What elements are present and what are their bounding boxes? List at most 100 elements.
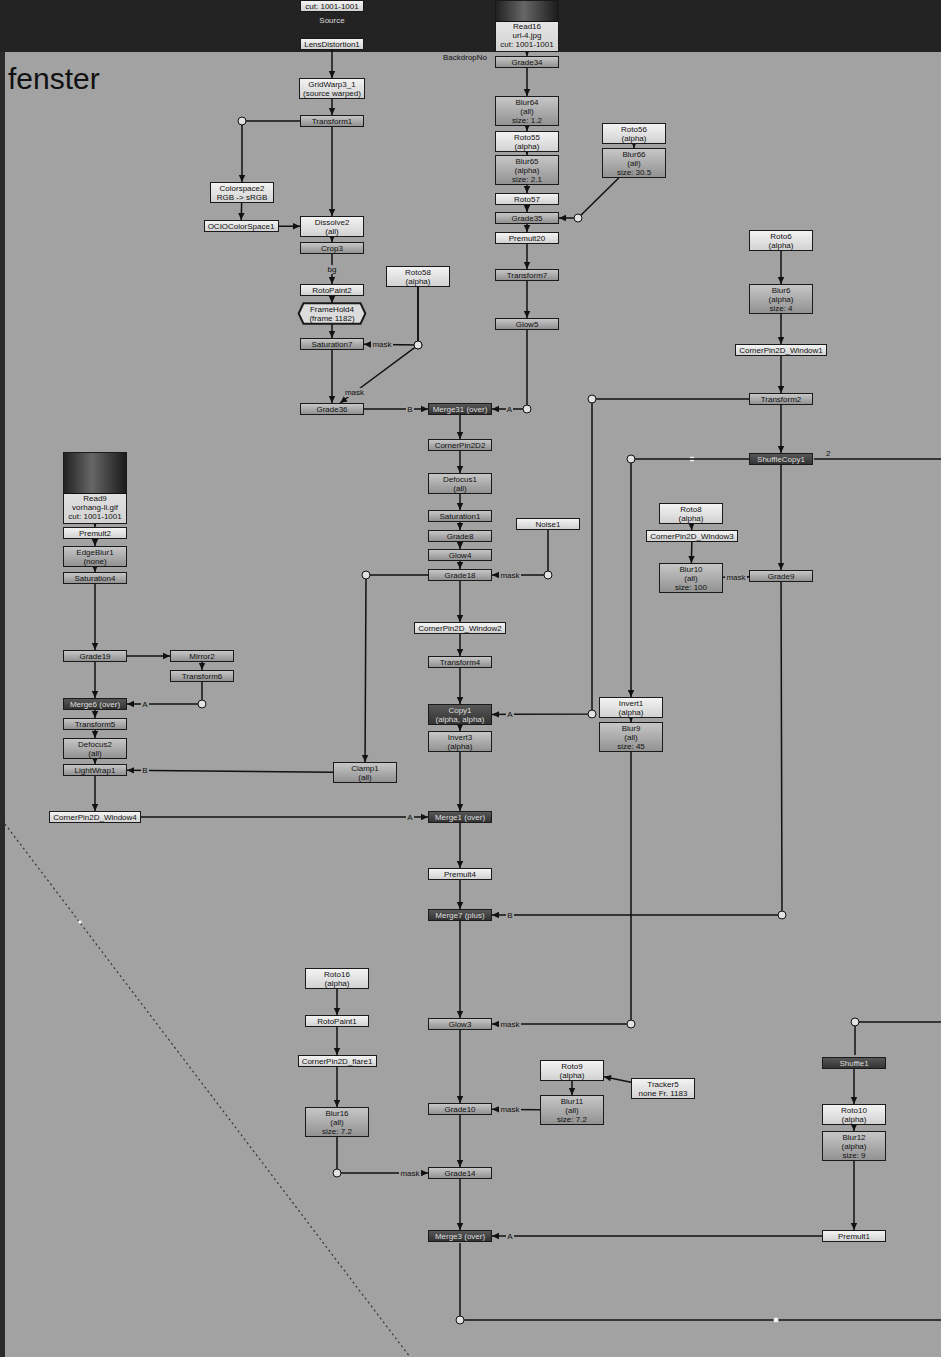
arrow-head [163,653,170,659]
hexagon-outline [299,303,366,324]
node-text: LightWrap1 [75,766,116,775]
arrow-head [492,912,499,918]
arrow-head [492,572,499,578]
connector [559,178,619,222]
nuke-node: Saturation4 [63,572,127,584]
arrow-head [524,186,530,193]
node-text: Grade36 [316,405,347,414]
nuke-node: Shuffle1 [822,1057,886,1069]
connector [92,584,98,650]
input-label: A [506,1232,513,1241]
nuke-node: Roto10(alpha) [822,1104,886,1125]
connector [334,989,340,1015]
node-text: Roto16 [324,970,350,979]
connector [141,814,428,820]
nuke-node: Crop3 [300,242,364,254]
connector [524,281,530,318]
node-text: Transform6 [182,672,223,681]
arrow-head [92,643,98,650]
arrow-head [457,542,463,549]
dot-node [414,341,422,349]
dot-node [588,710,596,718]
connector [457,561,463,569]
node-text: Glow5 [516,320,539,329]
nuke-node: Roto16(alpha) [305,968,369,989]
arrow-head [559,215,566,221]
connector [238,117,300,182]
arrow-head [457,804,463,811]
connector-line [242,121,300,182]
node-text: (alpha) [622,134,647,143]
arrow-head [364,341,371,347]
nuke-node: Noise1 [516,518,580,530]
connector [457,451,463,473]
arrow-head [524,89,530,96]
connector [778,405,784,453]
arrow-head [457,1223,463,1230]
nuke-node: Transform2 [749,393,813,405]
graph-label: 2 [826,449,830,458]
arrow-head [329,296,335,303]
nuke-node: Invert1(alpha) [599,697,663,718]
node-text: Defocus1 [443,475,477,484]
connector [457,921,463,1018]
nuke-node: Grade36 [300,403,364,415]
connector-line [94,584,96,650]
dot-node [627,1020,635,1028]
node-text: Dissolve2 [315,218,350,227]
nuke-node: Transform5 [63,718,127,730]
nuke-node: Read9vorhang-li.gifcut: 1001-1001 [63,452,127,524]
connector [524,68,530,96]
nuke-node: Merge1 (over) [428,811,492,823]
node-text: Invert3 [448,733,472,742]
connector-line [459,1179,461,1230]
nuke-node: Blur6(alpha)size: 4 [749,284,813,314]
connector [334,1067,340,1107]
arrow-head [329,209,335,216]
connector [92,776,98,811]
connector [627,455,749,697]
nuke-node: Colorspace2RGB -> sRGB [210,182,274,203]
nuke-node: Premult20 [495,232,559,244]
node-text: Merge1 (over) [435,813,485,822]
node-text: RGB -> sRGB [217,193,267,202]
connector-line [365,575,428,762]
nuke-node: cut: 1001-1001Source [300,0,364,12]
node-text: Transform5 [75,720,116,729]
node-text: Source [319,16,344,25]
connector-line [780,405,782,453]
input-label: mask [499,1105,520,1114]
node-text: CornerPin2D_Window1 [739,346,823,355]
connector [333,1137,428,1177]
nuke-node: Merge7 (plus) [428,909,492,921]
arrow-head [524,311,530,318]
nuke-node: Premult4 [428,868,492,880]
connector-line [492,530,548,575]
node-text: size: 2.1 [512,175,542,184]
arrow-head [340,396,348,403]
node-text: (alpha) [406,277,431,286]
node-text: Premult4 [444,870,476,879]
nuke-node: Glow5 [495,318,559,330]
node-text: Crop3 [321,244,343,253]
node-text: cut: 1001-1001 [68,512,121,521]
arrow-head [457,432,463,439]
node-text: (all) [88,749,101,758]
connector [524,185,530,193]
connector [492,752,635,1028]
nuke-node: Grade9 [749,570,813,582]
connector [492,1233,822,1239]
connector [524,205,530,212]
node-text: (all) [325,227,338,236]
arrow-head [851,1223,857,1230]
thumbnail [64,453,126,494]
node-text: (alpha) [448,742,473,751]
arrow-head [492,1021,499,1027]
input-label: mask [499,1020,520,1029]
connector [92,662,98,698]
nuke-node: Clamp1(all) [333,762,397,783]
nuke-node: Grade34 [495,56,559,68]
node-text: (alpha) [560,1071,585,1080]
